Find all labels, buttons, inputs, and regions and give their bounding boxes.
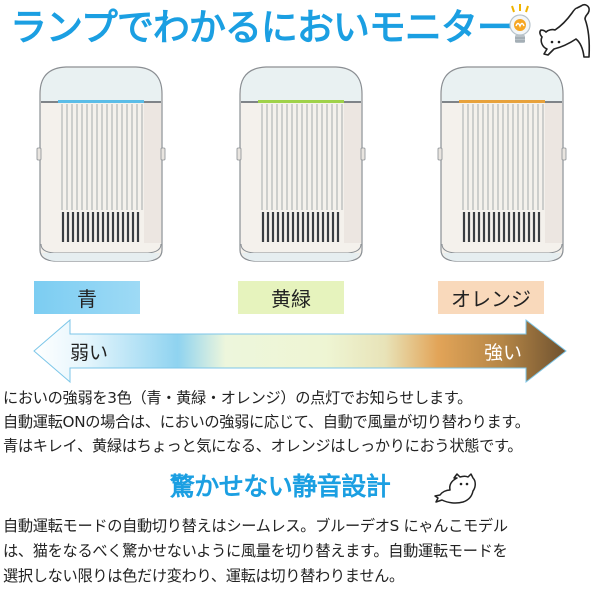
- color-label-yellowgreen: 黄緑: [238, 281, 344, 314]
- air-purifier-yellowgreen-lamp: [236, 64, 366, 264]
- odor-intensity-scale-arrow: [32, 318, 568, 384]
- description-line: は、猫をなるべく驚かせないように風量を切り替えます。自動運転モードを: [3, 542, 508, 560]
- lightbulb-icon: [503, 4, 537, 48]
- odor-monitor-description: においの強弱を3色（青・黄緑・オレンジ）の点灯でお知らせします。 自動運転ONの…: [3, 386, 530, 458]
- description-line: 選択しない限りは色だけ変わり、運転は切り替わりません。: [3, 567, 404, 585]
- description-line: 自動運転ONの場合は、においの強弱に応じて、自動で風量が切り替わります。: [3, 413, 530, 431]
- color-label-orange: オレンジ: [438, 281, 544, 314]
- description-line: 青はキレイ、黄緑はちょっと気になる、オレンジはしっかりにおう状態です。: [3, 437, 523, 455]
- page-title: ランプでわかるにおいモニター: [10, 6, 514, 49]
- quiet-design-description: 自動運転モードの自動切り替えはシームレス。ブルーデオS にゃんこモデル は、猫を…: [3, 514, 508, 589]
- scale-weak-label: 弱い: [70, 342, 109, 364]
- quiet-design-heading: 驚かせない静音設計: [169, 472, 391, 501]
- description-line: 自動運転モードの自動切り替えはシームレス。ブルーデオS にゃんこモデル: [3, 517, 508, 535]
- air-purifier-blue-lamp: [36, 64, 166, 264]
- section-heading: 驚かせない静音設計: [0, 470, 600, 504]
- air-purifier-orange-lamp: [437, 64, 567, 264]
- color-label-blue: 青: [34, 281, 140, 314]
- lying-cat-illustration: [432, 472, 478, 506]
- stretching-cat-illustration: [535, 2, 597, 62]
- description-line: においの強弱を3色（青・黄緑・オレンジ）の点灯でお知らせします。: [3, 389, 473, 407]
- scale-strong-label: 強い: [484, 342, 523, 364]
